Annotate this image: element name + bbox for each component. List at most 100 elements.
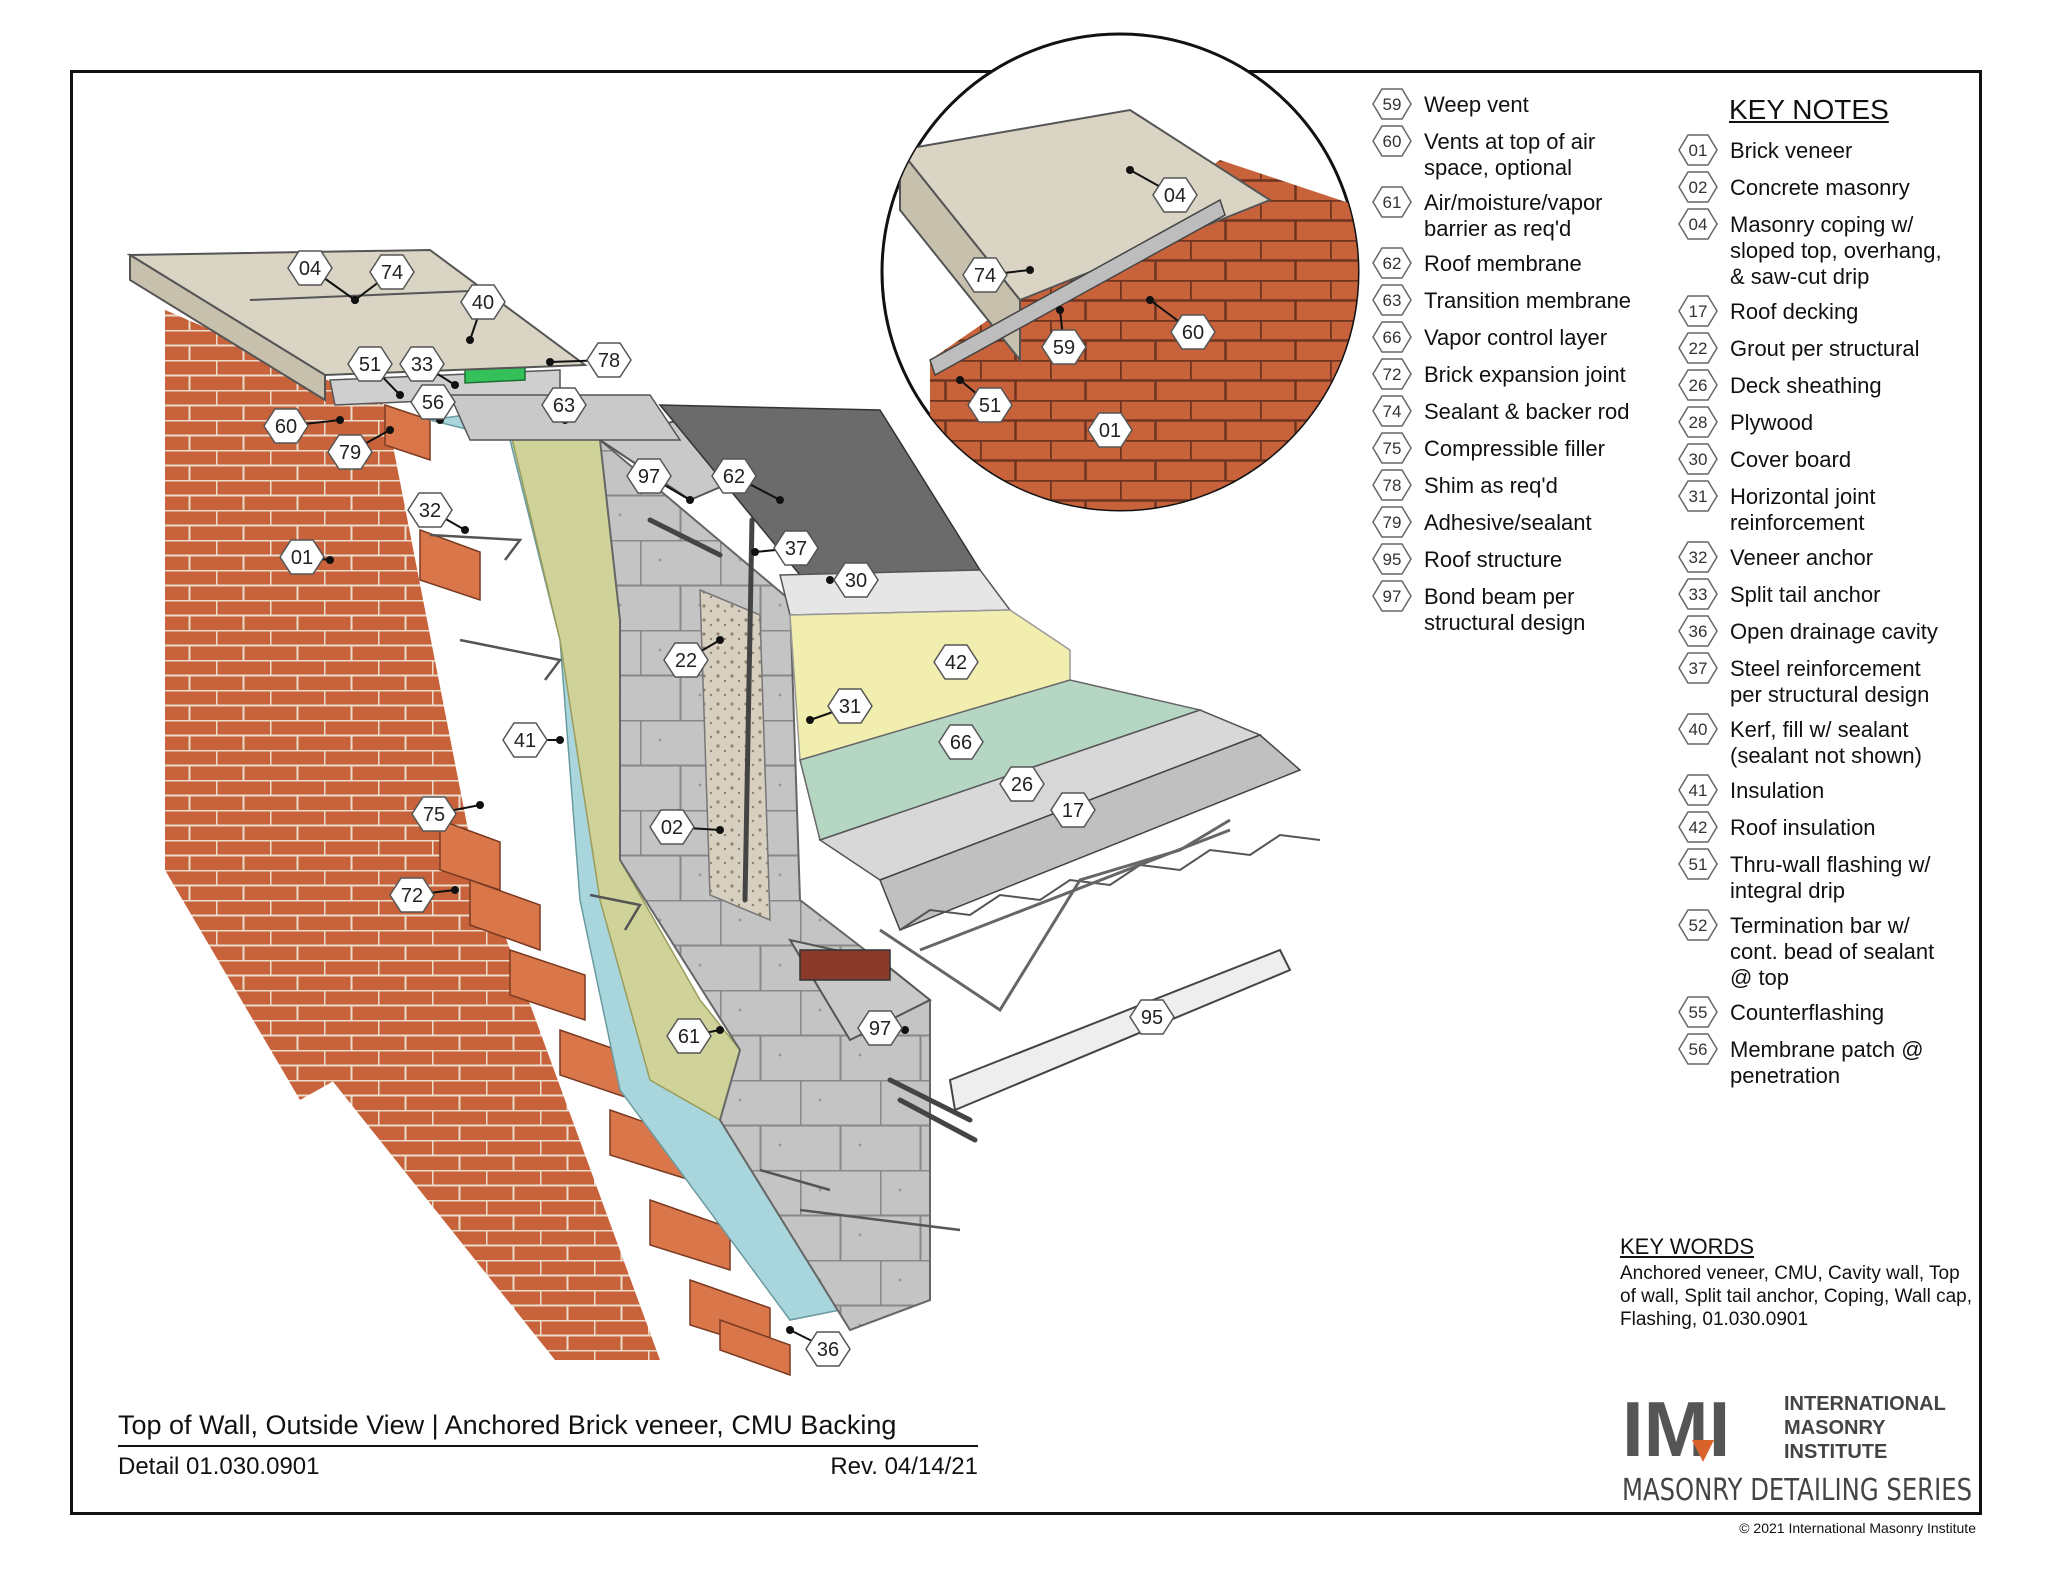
- callout-75: 75: [411, 796, 484, 832]
- hex-tag-icon: 55: [1678, 996, 1718, 1028]
- legend-item-label: Split tail anchor: [1730, 582, 1881, 607]
- hex-tag-icon: 33: [1678, 578, 1718, 610]
- logo-series: MASONRY DETAILING SERIES: [1622, 1473, 1972, 1508]
- legend-item-label: Air/moisture/vapor barrier as req'd: [1424, 190, 1603, 241]
- callout-number: 31: [839, 696, 861, 718]
- drawing-title: Top of Wall, Outside View | Anchored Bri…: [118, 1410, 978, 1447]
- legend-item-label: Roof membrane: [1424, 251, 1582, 276]
- hex-tag-icon: 51: [1678, 848, 1718, 880]
- svg-text:51: 51: [1689, 855, 1708, 874]
- legend-item: 02 Concrete masonry: [1678, 171, 1978, 203]
- callout-97: 97: [626, 458, 694, 504]
- svg-text:97: 97: [1383, 587, 1402, 606]
- legend-item-label: Termination bar w/ cont. bead of sealant…: [1730, 913, 1935, 990]
- cover-board: [779, 569, 1012, 616]
- logo-line-3: INSTITUTE: [1784, 1441, 1887, 1463]
- callout-number: 33: [411, 354, 433, 376]
- hex-tag-icon: 78: [1372, 469, 1412, 501]
- callout-number: 51: [359, 354, 381, 376]
- callout-number: 60: [1182, 322, 1204, 344]
- callout-number: 36: [817, 1339, 839, 1361]
- callout-number: 78: [598, 350, 620, 372]
- svg-text:95: 95: [1383, 550, 1402, 569]
- hex-tag-icon: 60: [1372, 125, 1412, 157]
- callout-number: 97: [638, 466, 660, 488]
- svg-text:31: 31: [1689, 487, 1708, 506]
- legend-item-label: Brick veneer: [1730, 138, 1853, 163]
- hex-tag-icon: 59: [1372, 88, 1412, 120]
- svg-text:30: 30: [1689, 450, 1708, 469]
- callout-number: 26: [1011, 774, 1033, 796]
- hex-tag-icon: 02: [1678, 171, 1718, 203]
- legend-item-label: Concrete masonry: [1730, 175, 1910, 200]
- reinforcing-bars: [647, 517, 978, 1143]
- legend-item-label: Compressible filler: [1424, 436, 1605, 461]
- key-notes-title: KEY NOTES: [1729, 94, 1889, 125]
- legend-item-label: Veneer anchor: [1730, 545, 1874, 570]
- callout-61: 61: [666, 1018, 724, 1054]
- legend-item-label: Masonry coping w/ sloped top, overhang, …: [1730, 212, 1942, 289]
- callout-42: 42: [933, 644, 979, 680]
- callout-37: 37: [751, 530, 819, 566]
- svg-text:78: 78: [1383, 476, 1402, 495]
- callout-97: 97: [857, 1010, 909, 1046]
- callout-number: 75: [423, 804, 445, 826]
- legend-item-label: Plywood: [1730, 410, 1814, 435]
- roof-deck: [879, 734, 1302, 931]
- svg-text:41: 41: [1689, 781, 1708, 800]
- detail-row: Detail 01.030.0901 Rev. 04/14/21: [118, 1453, 978, 1481]
- grout-fill: [699, 588, 771, 922]
- legend-item: 60 Vents at top of air space, optional: [1372, 125, 1692, 181]
- callout-62: 62: [711, 458, 784, 504]
- callout-51: 51: [956, 376, 1013, 423]
- callout-number: 41: [514, 730, 536, 752]
- legend-item-label: Roof decking: [1730, 299, 1859, 324]
- legend-item-label: Cover board: [1730, 447, 1852, 472]
- hex-tag-icon: 04: [1678, 208, 1718, 240]
- imi-logo: IMI INTERNATIONAL MASONRY INSTITUTE MASO…: [1622, 1388, 1972, 1508]
- callout-number: 02: [661, 817, 683, 839]
- svg-text:55: 55: [1689, 1003, 1708, 1022]
- svg-text:62: 62: [1383, 254, 1402, 273]
- svg-text:61: 61: [1383, 193, 1402, 212]
- coping-joint: [249, 289, 496, 301]
- key-words-title: KEY WORDS: [1620, 1234, 1755, 1259]
- callout-59: 59: [1041, 306, 1087, 365]
- legend-item-label: Deck sheathing: [1730, 373, 1882, 398]
- legend-item-label: Grout per structural: [1730, 336, 1920, 361]
- svg-text:37: 37: [1689, 659, 1708, 678]
- callout-number: 66: [950, 732, 972, 754]
- callout-number: 62: [723, 466, 745, 488]
- hex-tag-icon: 32: [1678, 541, 1718, 573]
- svg-text:26: 26: [1689, 376, 1708, 395]
- legend-item-label: Vapor control layer: [1424, 325, 1608, 350]
- legend-item-label: Vents at top of air space, optional: [1424, 129, 1596, 180]
- svg-text:40: 40: [1689, 720, 1708, 739]
- callout-number: 32: [419, 500, 441, 522]
- callout-number: 51: [979, 395, 1001, 417]
- legend-item-label: Insulation: [1730, 778, 1825, 803]
- legend-item: 04 Masonry coping w/ sloped top, overhang…: [1678, 208, 1978, 290]
- hex-tag-icon: 31: [1678, 480, 1718, 512]
- svg-text:02: 02: [1689, 178, 1708, 197]
- hex-tag-icon: 17: [1678, 295, 1718, 327]
- logo-line-1: INTERNATIONAL: [1784, 1393, 1946, 1415]
- callout-number: 95: [1141, 1007, 1163, 1029]
- legend-item-label: Adhesive/sealant: [1424, 510, 1592, 535]
- hex-tag-icon: 97: [1372, 580, 1412, 612]
- legend-item: 41 Insulation: [1678, 774, 1978, 806]
- svg-text:60: 60: [1383, 132, 1402, 151]
- brick-veneer-face-upper: [165, 310, 460, 1100]
